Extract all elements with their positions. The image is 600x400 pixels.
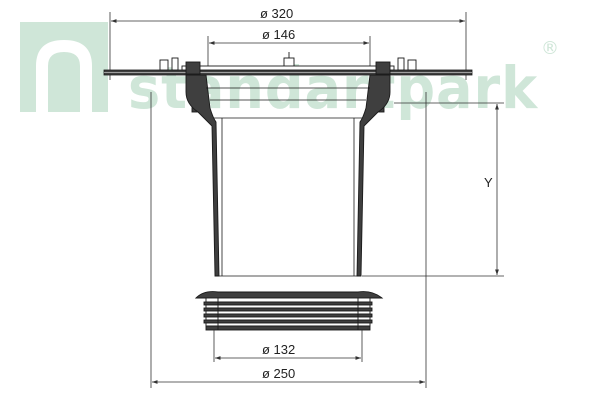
body-diameter-label: ø 250	[262, 366, 295, 381]
dimension-body: ø 250	[150, 92, 427, 388]
height-label: Y	[484, 175, 493, 190]
outer-flange-diameter-label: ø 320	[260, 6, 293, 21]
body-section-left	[185, 74, 220, 277]
outlet-diameter-label: ø 132	[262, 342, 295, 357]
flange-studs	[159, 52, 417, 71]
body-section-right	[356, 74, 391, 277]
inner-bore	[206, 87, 370, 277]
inner-opening-diameter-label: ø 146	[262, 27, 295, 42]
dimension-height: Y	[362, 102, 504, 277]
drain-body	[103, 52, 473, 331]
registered-mark: ®	[541, 38, 559, 59]
dimension-outlet: ø 132	[213, 330, 363, 362]
brand-logo-icon	[20, 22, 108, 112]
outlet-spigot	[194, 291, 384, 331]
dimension-outer-flange: ø 320	[109, 6, 467, 80]
dimension-inner-opening: ø 146	[207, 27, 371, 66]
